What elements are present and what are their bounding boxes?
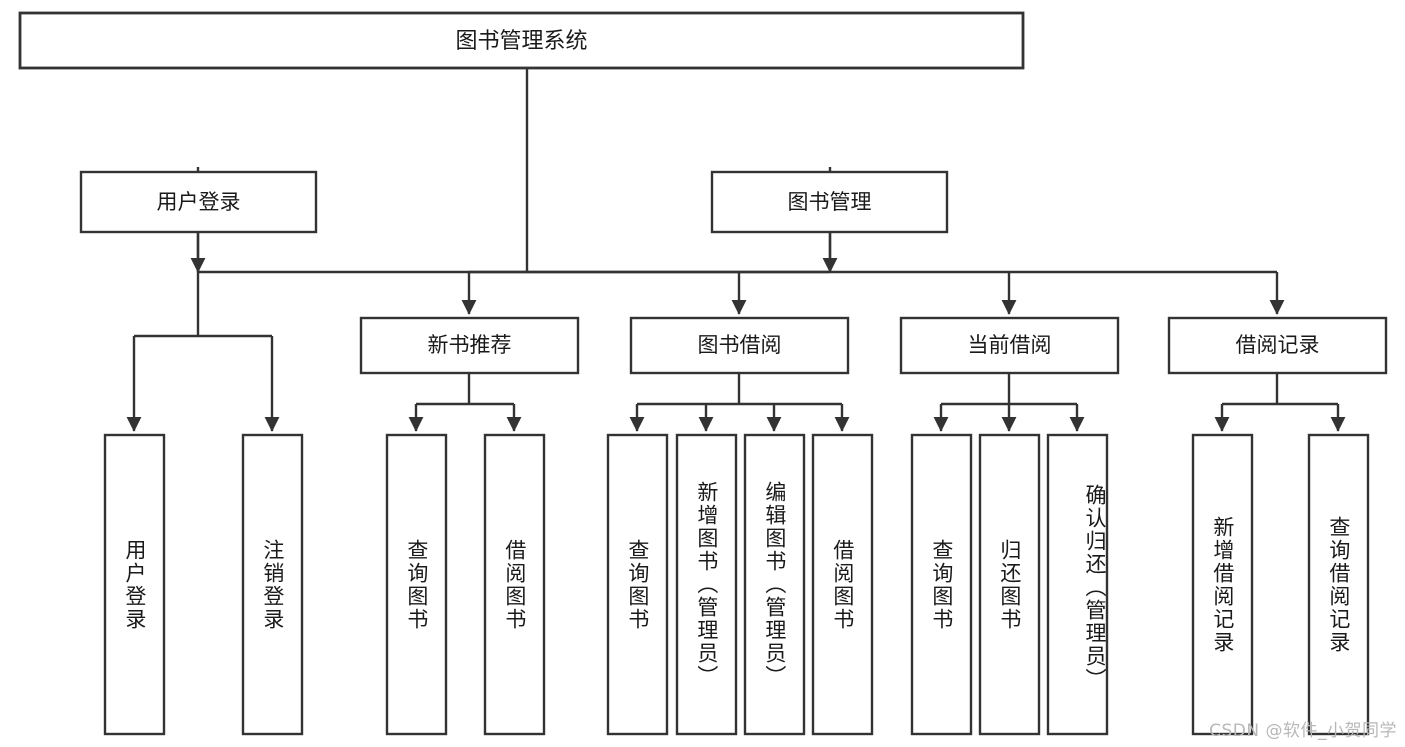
- connector-user-login-to-leaves: [126, 232, 280, 432]
- leaf-box-br-query[interactable]: [1307, 433, 1370, 736]
- leaf-box-nb-query[interactable]: [385, 433, 448, 736]
- leaf-box-bb-borrow[interactable]: [811, 433, 874, 736]
- leaf-box-bb-query[interactable]: [606, 433, 669, 736]
- node-current-borrow-label: 当前借阅: [968, 333, 1052, 357]
- leaf-box-bb-add[interactable]: [675, 433, 738, 736]
- node-user-login-label: 用户登录: [157, 190, 241, 214]
- node-new-book-recommend-box[interactable]: [359, 316, 580, 375]
- node-book-borrow[interactable]: 图书借阅: [629, 316, 850, 375]
- node-borrow-record[interactable]: 借阅记录: [1167, 316, 1388, 375]
- node-book-borrow-box[interactable]: [629, 316, 850, 375]
- node-root-label: 图书管理系统: [455, 29, 587, 54]
- node-book-manage[interactable]: 图书管理: [710, 170, 949, 234]
- leaf-box-br-add[interactable]: [1191, 433, 1254, 736]
- leaf-box-cb-return[interactable]: [978, 433, 1041, 736]
- node-current-borrow[interactable]: 当前借阅: [899, 316, 1120, 375]
- node-root[interactable]: 图书管理系统: [18, 11, 1025, 70]
- node-user-login[interactable]: 用户登录: [79, 170, 318, 234]
- connector-book-manage-to-level3: [461, 232, 1285, 315]
- connector-root-to-level2: [190, 68, 838, 274]
- leaf-boxes: [103, 433, 1370, 736]
- node-book-manage-label: 图书管理: [788, 190, 872, 214]
- connector-borrow-record-to-leaves: [1214, 373, 1346, 432]
- connector-current-borrow-to-leaves: [933, 373, 1085, 432]
- leaf-box-cb-confirm[interactable]: [1046, 433, 1109, 736]
- node-root-box[interactable]: [18, 11, 1025, 70]
- connector-new-book-to-leaves: [408, 373, 522, 432]
- leaf-box-cb-query[interactable]: [910, 433, 973, 736]
- leaf-box-bb-edit[interactable]: [743, 433, 806, 736]
- node-new-book-recommend[interactable]: 新书推荐: [359, 316, 580, 375]
- node-book-borrow-label: 图书借阅: [698, 333, 782, 357]
- leaf-box-nb-borrow[interactable]: [483, 433, 546, 736]
- node-book-manage-box[interactable]: [710, 170, 949, 234]
- leaf-box-user-login[interactable]: [103, 433, 166, 736]
- connector-book-borrow-to-leaves: [629, 373, 850, 432]
- node-borrow-record-box[interactable]: [1167, 316, 1388, 375]
- node-new-book-recommend-label: 新书推荐: [428, 333, 512, 357]
- node-borrow-record-label: 借阅记录: [1236, 333, 1320, 357]
- watermark-text: CSDN @软件_小贺同学: [1209, 721, 1397, 741]
- leaf-box-logout[interactable]: [241, 433, 304, 736]
- node-current-borrow-box[interactable]: [899, 316, 1120, 375]
